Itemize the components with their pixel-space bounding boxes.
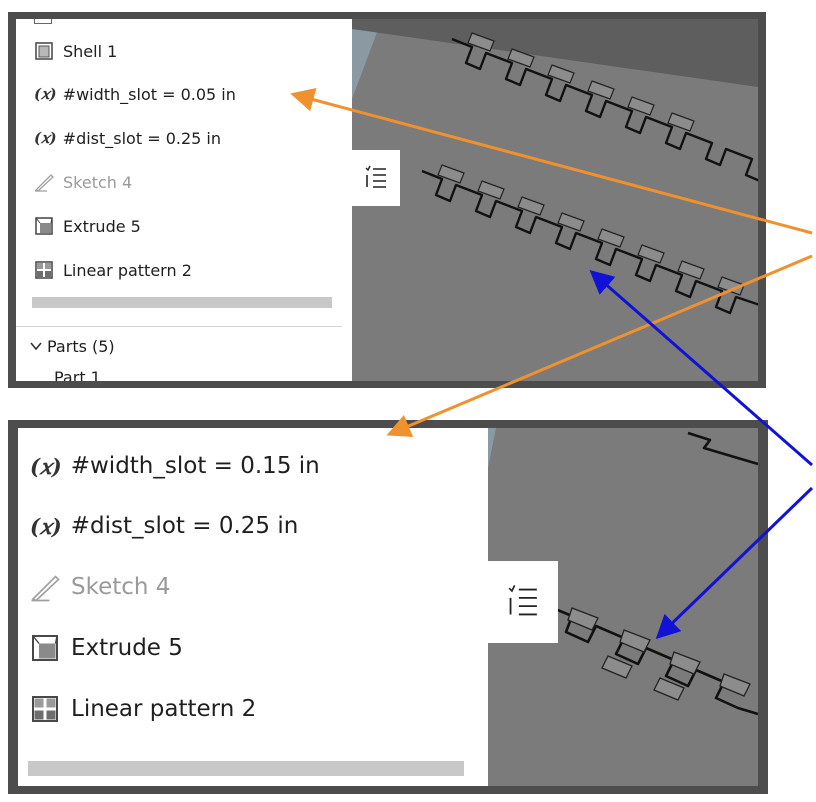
feature-shell-1[interactable]: Shell 1	[34, 39, 117, 63]
shell-icon	[35, 42, 53, 60]
feature-variable-width-slot[interactable]: (𝑥) #width_slot = 0.05 in	[34, 82, 236, 106]
rollback-bar[interactable]	[32, 297, 332, 308]
feature-sketch-4[interactable]: Sketch 4	[34, 170, 132, 194]
extrude-icon	[35, 217, 53, 235]
sketch-icon	[34, 174, 54, 192]
top-screenshot-panel: Shell 1 (𝑥) #width_slot = 0.05 in (𝑥) #d…	[8, 12, 766, 388]
linear-pattern-icon	[32, 696, 58, 722]
feature-list-toggle-top[interactable]	[352, 150, 400, 206]
bottom-screenshot-panel: (𝑥) #width_slot = 0.15 in (𝑥) #dist_slot…	[8, 420, 768, 794]
linear-pattern-icon	[35, 261, 53, 279]
feature-label: #dist_slot = 0.25 in	[70, 513, 299, 539]
sketch-icon	[31, 575, 60, 602]
feature-variable-dist-slot[interactable]: (𝑥) #dist_slot = 0.25 in	[34, 126, 221, 150]
parts-section-header[interactable]: Parts (5)	[30, 334, 115, 358]
feature-variable-width-slot[interactable]: (𝑥) #width_slot = 0.15 in	[30, 449, 320, 483]
variable-icon: (𝑥)	[30, 453, 62, 479]
feature-linear-pattern-2[interactable]: Linear pattern 2	[34, 258, 192, 282]
feature-extrude-5[interactable]: Extrude 5	[30, 631, 183, 665]
feature-label: Sketch 4	[71, 574, 171, 600]
feature-list-toggle-bottom[interactable]	[488, 561, 558, 643]
part-item[interactable]: Part 1	[54, 367, 101, 382]
tree-divider	[16, 326, 342, 327]
extrude-icon	[32, 635, 58, 661]
feature-label: Linear pattern 2	[63, 260, 192, 280]
feature-label: Shell 1	[63, 41, 118, 61]
feature-linear-pattern-2[interactable]: Linear pattern 2	[30, 692, 256, 726]
feature-extrude-5[interactable]: Extrude 5	[34, 214, 141, 238]
top-screenshot-inner: Shell 1 (𝑥) #width_slot = 0.05 in (𝑥) #d…	[16, 19, 758, 381]
feature-tree-bottom: (𝑥) #width_slot = 0.15 in (𝑥) #dist_slot…	[18, 428, 488, 786]
3d-viewport-top[interactable]	[352, 19, 758, 381]
feature-label: Linear pattern 2	[71, 696, 257, 722]
list-toggle-icon	[365, 165, 386, 188]
feature-sketch-4[interactable]: Sketch 4	[30, 570, 170, 604]
rollback-bar[interactable]	[28, 761, 464, 776]
slotted-part-render-top	[352, 19, 758, 315]
feature-label: #dist_slot = 0.25 in	[62, 128, 221, 148]
feature-label: #width_slot = 0.05 in	[62, 84, 236, 104]
feature-variable-dist-slot[interactable]: (𝑥) #dist_slot = 0.25 in	[30, 509, 298, 543]
parts-header-label: Parts (5)	[47, 336, 115, 356]
feature-label: Sketch 4	[63, 172, 133, 192]
feature-label: Extrude 5	[71, 635, 183, 661]
chevron-down-icon	[30, 342, 42, 351]
part-label: Part 1	[54, 367, 101, 382]
variable-icon: (𝑥)	[30, 513, 62, 539]
feature-tree-top: Shell 1 (𝑥) #width_slot = 0.05 in (𝑥) #d…	[16, 19, 352, 381]
bottom-screenshot-inner: (𝑥) #width_slot = 0.15 in (𝑥) #dist_slot…	[18, 428, 758, 786]
slotted-part-render-bottom	[488, 428, 758, 716]
variable-icon: (𝑥)	[34, 85, 57, 103]
variable-icon: (𝑥)	[34, 129, 57, 147]
feature-label: Extrude 5	[63, 216, 141, 236]
feature-tree-top-clipped-row	[34, 19, 52, 24]
list-toggle-icon	[508, 585, 537, 616]
feature-label: #width_slot = 0.15 in	[70, 453, 320, 479]
